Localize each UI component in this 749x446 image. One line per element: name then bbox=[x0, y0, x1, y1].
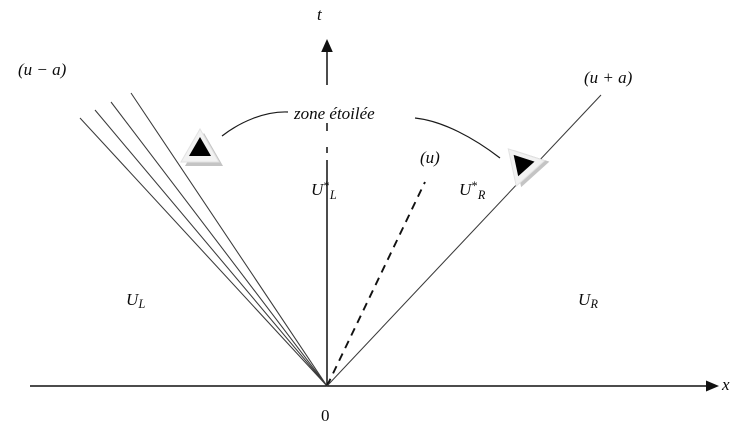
fan-ray-1 bbox=[79, 117, 328, 387]
shock-line-right bbox=[326, 94, 602, 387]
t-axis-arrowhead-icon bbox=[321, 39, 333, 52]
fan-ray-3 bbox=[110, 101, 328, 387]
pointer-marker-left bbox=[180, 127, 223, 166]
x-axis-label: x bbox=[722, 375, 730, 394]
state-label-left-star: U*L bbox=[311, 180, 337, 201]
wave-label-middle: (u) bbox=[420, 148, 440, 167]
fan-ray-4 bbox=[130, 92, 328, 387]
wave-label-right: (u + a) bbox=[584, 68, 633, 87]
state-left-star-subscript: L bbox=[329, 187, 337, 202]
pointer-marker-right bbox=[507, 148, 550, 188]
x-axis bbox=[30, 380, 719, 392]
rarefaction-fan-left bbox=[79, 92, 328, 387]
state-label-right-star: U*R bbox=[459, 180, 485, 201]
state-left-base: U bbox=[126, 290, 139, 309]
leader-curve-right bbox=[414, 117, 501, 159]
t-axis-label: t bbox=[317, 5, 322, 24]
state-right-star-subscript: R bbox=[477, 187, 486, 202]
t-axis bbox=[321, 39, 333, 386]
state-left-subscript: L bbox=[138, 297, 146, 312]
state-label-left: UL bbox=[126, 291, 145, 311]
pointer-marker-right-arrow-icon bbox=[513, 154, 535, 177]
contact-discontinuity-line bbox=[326, 181, 426, 387]
origin-label: 0 bbox=[321, 406, 330, 425]
x-axis-arrowhead-icon bbox=[706, 380, 719, 392]
leader-curve-left bbox=[221, 111, 289, 137]
state-right-star-superscript: * bbox=[471, 179, 478, 193]
wave-label-left: (u − a) bbox=[18, 60, 67, 79]
state-left-star-superscript: * bbox=[323, 179, 330, 193]
pointer-marker-left-arrow-icon bbox=[189, 137, 211, 156]
state-label-right: UR bbox=[578, 291, 598, 311]
state-right-star-base: U bbox=[459, 180, 472, 200]
zone-etoilee-label: zone étoilée bbox=[294, 104, 375, 123]
state-right-subscript: R bbox=[590, 297, 598, 312]
state-left-star-base: U bbox=[311, 180, 324, 200]
fan-ray-2 bbox=[94, 109, 328, 387]
state-right-base: U bbox=[578, 290, 591, 309]
